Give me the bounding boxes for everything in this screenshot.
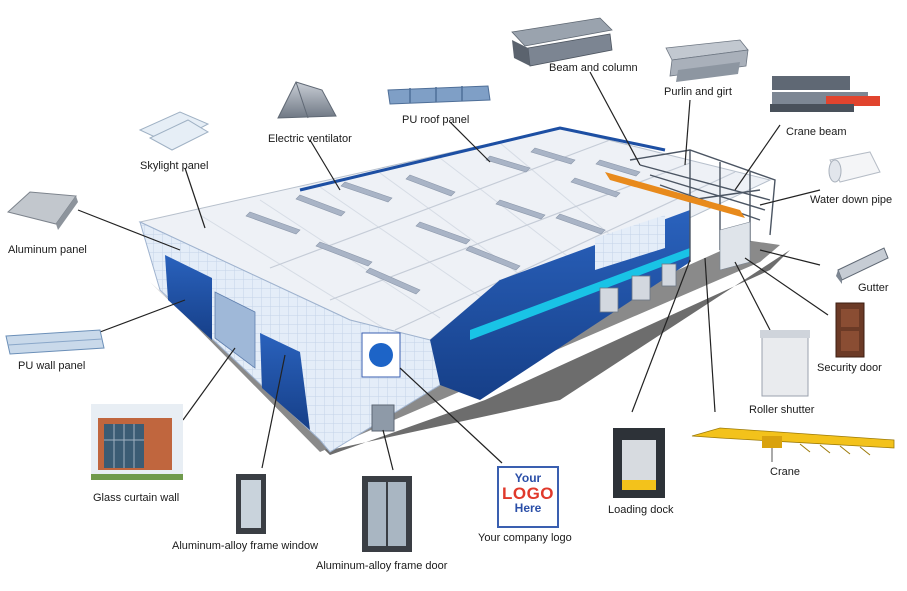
front-blue-panel-2: [214, 291, 256, 369]
glass-curtain-wall-thumb: [91, 404, 183, 480]
side-wall-upper-panel: [595, 215, 665, 270]
electric-ventilator-thumb: [277, 81, 337, 119]
purlin-and-girt-thumb: [665, 39, 749, 82]
crane-beam-thumb: [770, 76, 880, 112]
label-aluminum-panel: Aluminum panel: [8, 244, 87, 256]
front-door: [371, 404, 395, 432]
crane-thumb: [691, 427, 895, 462]
ground-floor: [160, 240, 780, 452]
ground-shadow: [150, 250, 790, 455]
front-logo-mark: [369, 343, 393, 367]
label-glass-curtain-wall: Glass curtain wall: [93, 492, 180, 504]
beam-and-column-thumb: [511, 17, 613, 67]
roof-edge-trim: [299, 126, 666, 192]
side-wall-cyan-stripe: [470, 248, 690, 340]
loading-dock-thumb: [613, 428, 665, 498]
label-pu-roof-panel: PU roof panel: [402, 114, 470, 126]
front-blue-panel-3: [260, 333, 310, 430]
label-roller-shutter: Roller shutter: [749, 404, 815, 416]
label-crane-beam: Crane beam: [786, 126, 847, 138]
company-logo-box: Your LOGO Here: [497, 466, 559, 528]
pu-wall-panel-thumb: [5, 329, 105, 355]
loading-doors: [599, 263, 677, 313]
crane-beam-orange: [605, 172, 745, 218]
label-gutter: Gutter: [858, 282, 889, 294]
label-crane: Crane: [770, 466, 800, 478]
label-loading-dock: Loading dock: [608, 504, 674, 516]
logo-line-logo: LOGO: [501, 484, 555, 503]
front-blue-panel-1: [165, 255, 212, 340]
label-pu-wall-panel: PU wall panel: [18, 360, 86, 372]
leader-lines: [77, 71, 829, 471]
water-down-pipe-thumb: [828, 151, 881, 183]
security-door-thumb: [835, 302, 865, 358]
skylights: [245, 147, 641, 295]
pu-roof-panel-thumb: [387, 85, 491, 105]
label-beam-and-column: Beam and column: [549, 62, 638, 74]
label-skylight-panel: Skylight panel: [140, 160, 209, 172]
label-aluminum-alloy-frame-door: Aluminum-alloy frame door: [316, 560, 448, 572]
label-aluminum-alloy-frame-window: Aluminum-alloy frame window: [172, 540, 319, 552]
aluminum-panel-thumb: [6, 191, 78, 230]
label-security-door: Security door: [817, 362, 882, 374]
skylight-panel-thumb: [138, 111, 210, 151]
aluminum-alloy-frame-door-thumb: [362, 476, 412, 552]
logo-line-your: Your: [514, 471, 542, 485]
aluminum-alloy-frame-window-thumb: [236, 474, 266, 534]
label-purlin-and-girt: Purlin and girt: [664, 86, 732, 98]
gutter-thumb: [836, 247, 889, 284]
label-water-down-pipe: Water down pipe: [810, 194, 893, 206]
roller-shutter-thumb: [760, 330, 810, 397]
logo-line-here: Here: [514, 501, 542, 515]
label-your-company-logo: Your company logo: [478, 532, 572, 544]
label-electric-ventilator: Electric ventilator: [268, 133, 352, 145]
